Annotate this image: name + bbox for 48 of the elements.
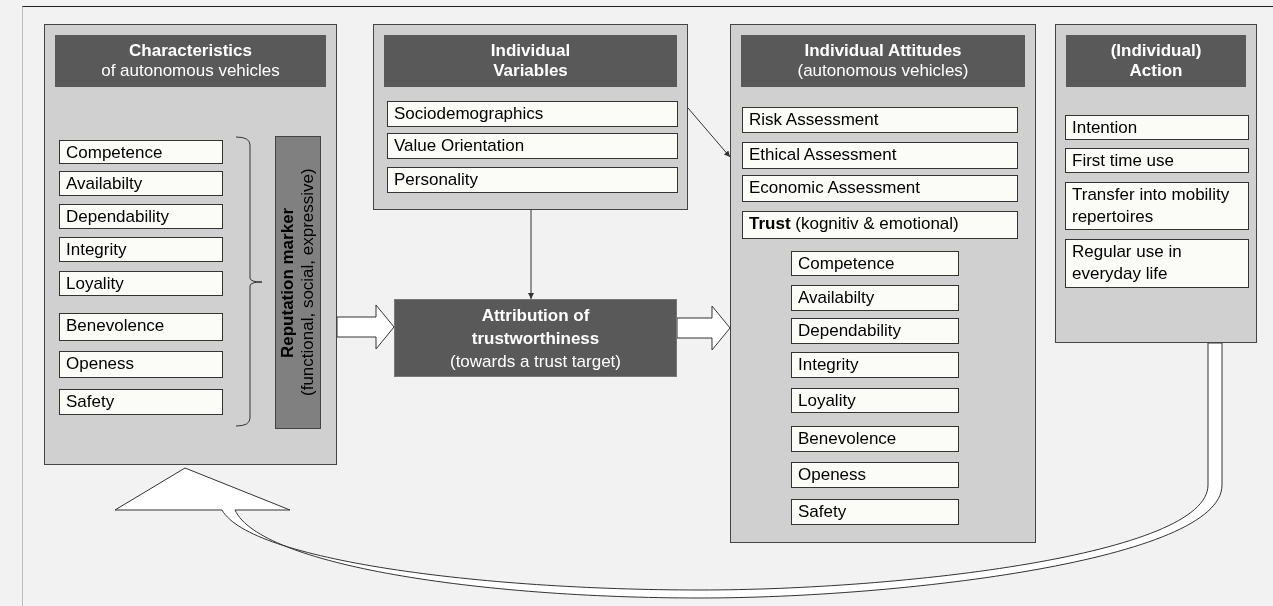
heading-text: Individual Attitudes [804, 41, 962, 61]
process-box [394, 299, 677, 377]
curved-arrow [114, 342, 1223, 599]
heading-text: Characteristics [129, 41, 252, 61]
heading-text: (Individual) Action [1109, 41, 1203, 81]
factor-box: Openess [59, 351, 223, 378]
heading-text: Individual Variables [489, 41, 572, 81]
subheading-text: (functional, social, expressive) [298, 167, 318, 399]
factor-box: Benevolence [59, 313, 223, 341]
factor-box: Loyality [59, 271, 223, 296]
factor-box: Regular use in everyday life [1065, 239, 1249, 288]
group-panel [44, 24, 337, 465]
reputation-bar [275, 136, 321, 429]
factor-box: Intention [1065, 115, 1249, 140]
subheading-text: (autonomous vehicles) [797, 61, 969, 81]
factor-box: Value Orientation [387, 133, 678, 159]
arrow [687, 107, 731, 158]
factor-box: Safety [791, 499, 959, 525]
factor-box: Competence [791, 251, 959, 276]
factor-box: Economic Assessment [742, 175, 1018, 202]
factor-box: Openess [791, 462, 959, 488]
factor-box: First time use [1065, 148, 1249, 173]
arrow [528, 209, 534, 300]
factor-box: Loyality [791, 388, 959, 413]
factor-box: Safety [59, 389, 223, 415]
factor-box: Dependability [791, 318, 959, 344]
heading-text: Reputation marker [278, 206, 298, 360]
subheading-text: of autonomous vehicles [101, 61, 280, 81]
block-arrow [336, 304, 395, 350]
factor-box: Personality [387, 167, 678, 193]
factor-box: Integrity [59, 237, 223, 262]
subheading-text: (towards a trust target) [450, 350, 621, 373]
factor-box: Transfer into mobility repertoires [1065, 182, 1249, 230]
factor-box: Sociodemographics [387, 101, 678, 127]
factor-box: Competence [59, 140, 223, 164]
factor-box: Ethical Assessment [742, 142, 1018, 169]
factor-box: Availabilty [59, 171, 223, 196]
factor-box: Benevolence [791, 426, 959, 452]
factor-box: Availabilty [791, 285, 959, 311]
factor-box: Dependability [59, 204, 223, 229]
factor-box: Trust (kognitiv & emotional) [742, 211, 1018, 239]
factor-box: Integrity [791, 352, 959, 378]
group-panel [373, 24, 688, 210]
group-panel [730, 24, 1036, 543]
block-arrow [676, 305, 731, 351]
heading-text: Attribution of trustworthiness [470, 304, 601, 350]
factor-box: Risk Assessment [742, 107, 1018, 133]
group-panel [1055, 24, 1257, 343]
